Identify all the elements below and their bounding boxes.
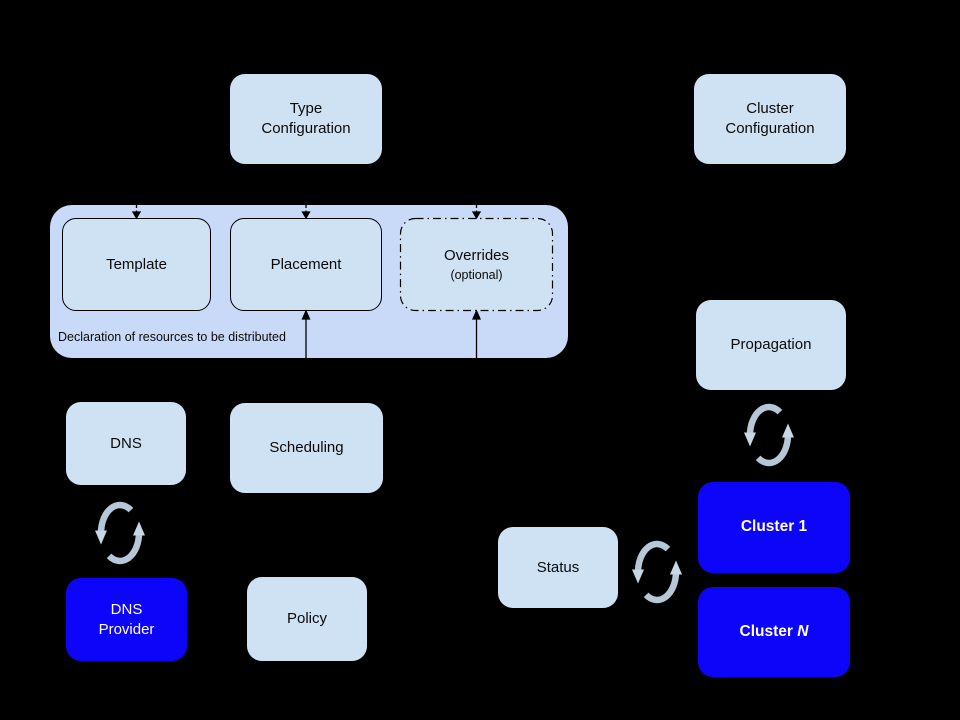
node-label: DNS Provider bbox=[98, 600, 155, 638]
node-overrides: Overrides (optional) bbox=[400, 218, 553, 311]
node-sublabel: (optional) bbox=[450, 267, 503, 282]
node-label: DNS bbox=[110, 434, 142, 452]
node-label: Policy bbox=[286, 610, 327, 628]
sync-icon bbox=[632, 540, 682, 604]
node-label: Overrides bbox=[443, 246, 510, 264]
cluster-n-letter: N bbox=[797, 622, 809, 640]
node-policy: Policy bbox=[247, 577, 367, 661]
node-label: Propagation bbox=[730, 336, 812, 354]
node-propagation: Propagation bbox=[696, 300, 846, 390]
node-label: Placement bbox=[270, 255, 342, 273]
group-caption: Declaration of resources to be distribut… bbox=[58, 330, 286, 344]
node-dns-provider: DNS Provider bbox=[66, 578, 187, 661]
node-label: Cluster 1 bbox=[740, 518, 808, 536]
node-cluster-n: Cluster N bbox=[698, 587, 850, 677]
node-label: Cluster N bbox=[740, 622, 809, 642]
node-cluster-configuration: Cluster Configuration bbox=[694, 74, 846, 164]
node-status: Status bbox=[498, 527, 618, 608]
cluster-n-prefix: Cluster bbox=[739, 622, 798, 640]
node-type-configuration: Type Configuration bbox=[230, 74, 382, 164]
node-label: Template bbox=[106, 255, 167, 273]
node-cluster-1: Cluster 1 bbox=[698, 482, 850, 573]
sync-icon bbox=[744, 403, 794, 467]
arrowhead-up-overrides bbox=[472, 309, 481, 320]
node-scheduling: Scheduling bbox=[230, 403, 383, 493]
node-label: Type Configuration bbox=[261, 100, 351, 137]
declaration-group: Template Placement Overrides (optional) … bbox=[50, 205, 568, 358]
node-dns: DNS bbox=[66, 402, 186, 485]
arrowhead-up-placement bbox=[301, 309, 311, 320]
node-placement: Placement bbox=[230, 218, 382, 311]
node-label: Status bbox=[536, 558, 580, 576]
node-label: Cluster Configuration bbox=[725, 100, 815, 137]
node-label: Scheduling bbox=[269, 439, 344, 457]
node-template: Template bbox=[62, 218, 211, 311]
sync-icon bbox=[95, 501, 145, 565]
